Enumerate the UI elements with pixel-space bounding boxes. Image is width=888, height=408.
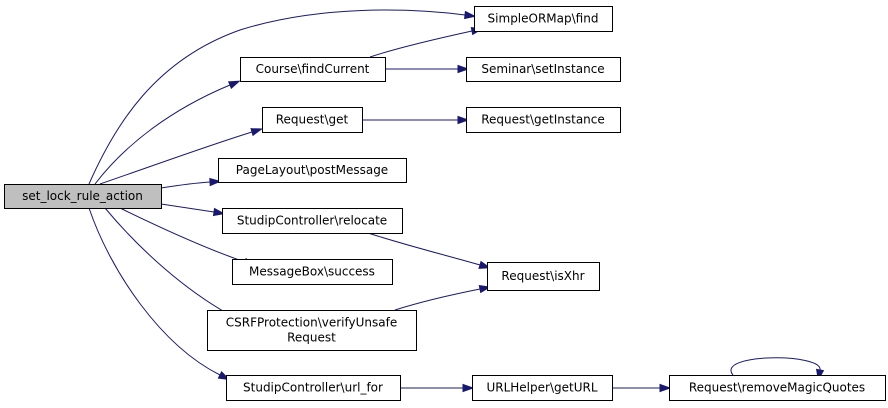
node-label: Request\isXhr — [501, 269, 584, 283]
edge-studip_relocate-to-request_isxhr — [367, 232, 492, 269]
edges-layer — [88, 9, 825, 393]
edge-line — [160, 203, 215, 213]
node-label: set_lock_rule_action — [22, 189, 143, 203]
node-box — [218, 158, 407, 183]
node-box — [472, 375, 613, 401]
node-label: Request\get — [276, 113, 349, 127]
node-box — [240, 57, 386, 82]
node-label: Course\findCurrent — [256, 62, 370, 76]
node-label: Seminar\setInstance — [481, 62, 604, 76]
edge-line — [119, 207, 246, 263]
function-node[interactable]: StudipController\relocate — [222, 208, 403, 234]
edge-line — [104, 207, 231, 316]
arrowhead-icon — [457, 64, 470, 74]
edge-line — [88, 207, 221, 376]
node-label: Request\removeMagicQuotes — [689, 381, 865, 395]
nodes-layer: set_lock_rule_action SimpleORMap\findCour… — [4, 6, 886, 401]
node-box — [232, 259, 393, 285]
node-label: CSRFProtection\verifyUnsafe — [226, 316, 397, 330]
node-label: Request — [287, 331, 336, 345]
arrowhead-icon — [250, 128, 264, 137]
edge-line — [99, 131, 253, 185]
function-node[interactable]: StudipController\url_for — [226, 375, 401, 401]
edge-request_get-to-request_getinstance — [362, 115, 470, 125]
arrowhead-icon — [659, 383, 672, 393]
function-node[interactable]: URLHelper\getURL — [472, 375, 613, 401]
node-label: SimpleORMap\find — [488, 12, 599, 26]
edge-course_findcurrent-to-simpleormap_find — [369, 27, 484, 58]
function-node[interactable]: Seminar\setInstance — [466, 57, 621, 82]
arrowhead-icon — [462, 383, 475, 393]
node-box — [474, 6, 613, 32]
edge-line — [88, 9, 466, 185]
function-node[interactable]: PageLayout\postMessage — [218, 158, 407, 183]
node-box — [669, 375, 886, 401]
node-box — [262, 107, 363, 133]
function-node[interactable]: Request\getInstance — [466, 107, 621, 133]
arrowhead-icon — [457, 115, 470, 125]
edge-root-to-csrf_verify — [104, 207, 241, 321]
node-box — [226, 375, 401, 401]
edge-urlhelper_geturl-to-request_removemagicquotes — [612, 383, 672, 393]
edge-root-to-studip_relocate — [160, 203, 226, 217]
edge-csrf_verify-to-request_isxhr — [394, 285, 492, 311]
edge-course_findcurrent-to-seminar_setinstance — [385, 64, 470, 74]
edge-line — [394, 288, 481, 311]
arrowhead-icon — [212, 207, 226, 217]
edge-line — [160, 181, 211, 189]
edge-line — [367, 232, 481, 266]
node-box — [207, 310, 417, 351]
node-box — [487, 262, 600, 291]
arrowhead-icon — [209, 177, 222, 187]
edge-line — [369, 30, 473, 58]
function-node[interactable]: Request\isXhr — [487, 262, 600, 291]
node-label: StudipController\relocate — [237, 214, 387, 228]
edge-root-to-course_findcurrent — [94, 80, 241, 185]
node-box — [4, 184, 162, 209]
node-box — [222, 208, 403, 234]
arrowhead-icon — [478, 260, 492, 269]
edge-root-to-simpleormap_find — [88, 9, 477, 185]
node-box — [466, 107, 621, 133]
arrowhead-icon — [464, 10, 477, 20]
function-node[interactable]: Request\get — [262, 107, 363, 133]
node-label: PageLayout\postMessage — [236, 163, 388, 177]
arrowhead-icon — [227, 80, 241, 90]
node-label: MessageBox\success — [249, 265, 375, 279]
function-node[interactable]: Course\findCurrent — [240, 57, 386, 82]
node-box — [466, 57, 621, 82]
node-label: StudipController\url_for — [243, 381, 383, 395]
edge-line — [730, 357, 821, 376]
edge-line — [94, 84, 231, 185]
edge-root-to-studip_urlfor — [88, 207, 231, 381]
function-node[interactable]: Request\removeMagicQuotes — [669, 375, 886, 401]
edge-studip_urlfor-to-urlhelper_geturl — [400, 383, 475, 393]
node-label: Request\getInstance — [481, 113, 605, 127]
root-node[interactable]: set_lock_rule_action — [4, 184, 162, 209]
node-label: URLHelper\getURL — [486, 381, 597, 395]
function-node[interactable]: MessageBox\success — [232, 259, 393, 285]
edge-root-to-pagelayout_postmessage — [160, 177, 222, 189]
edge-root-to-request_get — [99, 128, 264, 185]
function-node[interactable]: SimpleORMap\find — [474, 6, 613, 32]
